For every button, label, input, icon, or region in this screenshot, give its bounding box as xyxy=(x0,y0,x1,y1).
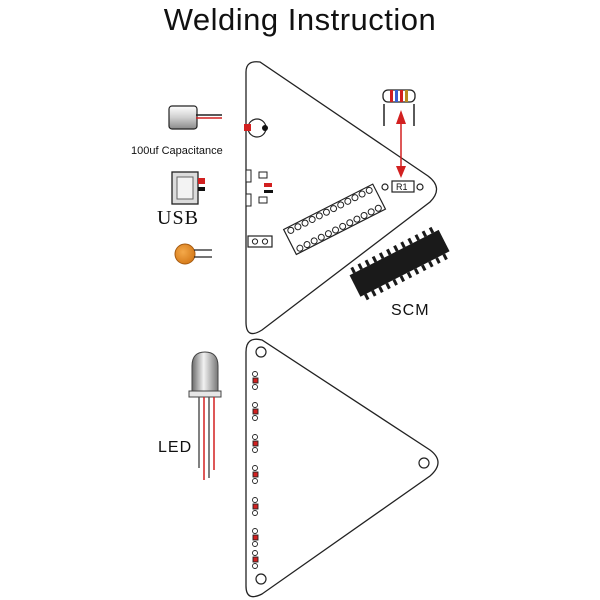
resistor-arrow xyxy=(396,110,406,178)
top-board-outline xyxy=(245,61,438,335)
bottom-board-outline xyxy=(245,338,439,598)
led-icon xyxy=(188,351,222,480)
resistor-silkscreen: R1 xyxy=(396,182,408,192)
ceramic-footprint xyxy=(247,235,273,248)
usb-connector-icon xyxy=(171,171,205,205)
mount-hole xyxy=(255,346,267,358)
scm-label: SCM xyxy=(391,302,430,319)
resistor-footprint xyxy=(391,180,415,193)
led-footprints xyxy=(252,371,259,569)
bottom-board xyxy=(245,338,439,598)
top-board: R1 xyxy=(244,61,438,335)
usb-label: USB xyxy=(157,207,199,229)
ceramic-capacitor-icon xyxy=(174,243,212,265)
chip-footprint xyxy=(282,183,387,256)
mount-hole xyxy=(255,573,267,585)
chip-icon xyxy=(349,226,450,301)
page-title: Welding Instruction xyxy=(163,2,437,37)
capacitor-icon xyxy=(168,105,222,130)
capacitor-label: 100uf Capacitance xyxy=(131,145,223,157)
led-label: LED xyxy=(158,439,193,456)
resistor-icon xyxy=(382,89,416,126)
mount-hole xyxy=(418,457,430,469)
usb-pad xyxy=(245,193,252,207)
usb-pad xyxy=(245,169,252,183)
